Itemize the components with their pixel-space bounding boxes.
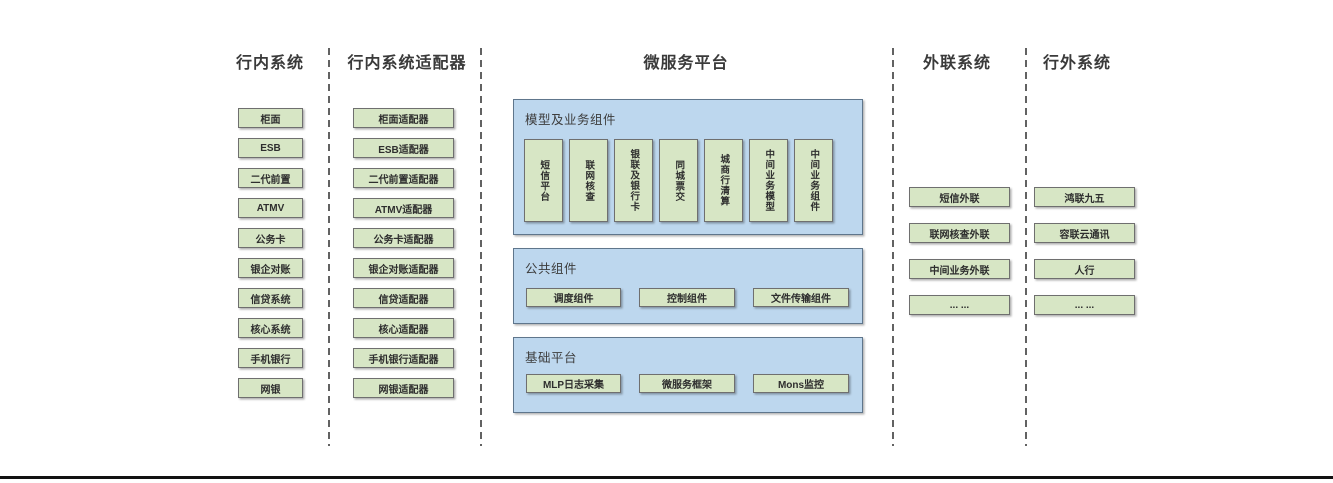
external-box: 人行 [1034,259,1135,279]
column-title-adapters: 行内系统适配器 [347,55,467,72]
outbound-box: ... ... [909,295,1010,315]
outbound-box: 联网核查外联 [909,223,1010,243]
external-box: ... ... [1034,295,1135,315]
adapter-box: 公务卡适配器 [353,228,454,248]
container-label: 模型及业务组件 [525,113,617,127]
container-common-components: 公共组件 调度组件 控制组件 文件传输组件 [513,248,863,324]
bottom-border-line [0,476,1333,479]
system-box: 公务卡 [238,228,303,248]
container-base-platform: 基础平台 MLP日志采集 微服务框架 Mons监控 [513,337,863,413]
component-box: 短信平台 [524,139,563,222]
inbank-systems-stack: 柜面 ESB 二代前置 ATMV 公务卡 银企对账 信贷系统 核心系统 手机银行… [238,108,303,398]
outbound-box: 中间业务外联 [909,259,1010,279]
column-title-inbank: 行内系统 [235,55,304,72]
column-divider [892,48,894,446]
system-box: 核心系统 [238,318,303,338]
component-box: 中间业务模型 [749,139,788,222]
component-box: 同城票交 [659,139,698,222]
adapter-box: 银企对账适配器 [353,258,454,278]
system-box: 二代前置 [238,168,303,188]
column-title-platform: 微服务平台 [643,55,729,72]
column-title-outbound: 外联系统 [922,55,991,72]
column-title-external: 行外系统 [1042,55,1111,72]
external-systems-stack: 鸿联九五 容联云通讯 人行 ... ... [1034,187,1135,315]
component-box: 中间业务组件 [794,139,833,222]
outbound-systems-stack: 短信外联 联网核查外联 中间业务外联 ... ... [909,187,1010,315]
component-box: Mons监控 [753,374,849,393]
adapter-box: ATMV适配器 [353,198,454,218]
component-box: 控制组件 [639,288,735,307]
common-components-row: 调度组件 控制组件 文件传输组件 [526,288,849,307]
adapter-box: 二代前置适配器 [353,168,454,188]
system-box: ATMV [238,198,303,218]
base-platform-row: MLP日志采集 微服务框架 Mons监控 [526,374,849,393]
component-box: 微服务框架 [639,374,735,393]
component-box: 城商行清算 [704,139,743,222]
container-model-components: 模型及业务组件 短信平台 联网核查 银联及银行卡 同城票交 城商行清算 中间业务… [513,99,863,235]
system-box: 柜面 [238,108,303,128]
adapter-box: ESB适配器 [353,138,454,158]
column-divider [1025,48,1027,446]
component-box: 银联及银行卡 [614,139,653,222]
adapters-stack: 柜面适配器 ESB适配器 二代前置适配器 ATMV适配器 公务卡适配器 银企对账… [353,108,454,398]
container-label: 基础平台 [525,351,578,365]
system-box: 银企对账 [238,258,303,278]
component-box: MLP日志采集 [526,374,621,393]
adapter-box: 核心适配器 [353,318,454,338]
column-divider [480,48,482,446]
component-box: 联网核查 [569,139,608,222]
column-divider [328,48,330,446]
external-box: 鸿联九五 [1034,187,1135,207]
adapter-box: 手机银行适配器 [353,348,454,368]
adapter-box: 网银适配器 [353,378,454,398]
component-box: 调度组件 [526,288,621,307]
system-box: ESB [238,138,303,158]
model-components-row: 短信平台 联网核查 银联及银行卡 同城票交 城商行清算 中间业务模型 中间业务组… [524,139,833,222]
system-box: 信贷系统 [238,288,303,308]
system-box: 手机银行 [238,348,303,368]
system-box: 网银 [238,378,303,398]
adapter-box: 柜面适配器 [353,108,454,128]
adapter-box: 信贷适配器 [353,288,454,308]
container-label: 公共组件 [525,262,578,276]
component-box: 文件传输组件 [753,288,849,307]
external-box: 容联云通讯 [1034,223,1135,243]
outbound-box: 短信外联 [909,187,1010,207]
